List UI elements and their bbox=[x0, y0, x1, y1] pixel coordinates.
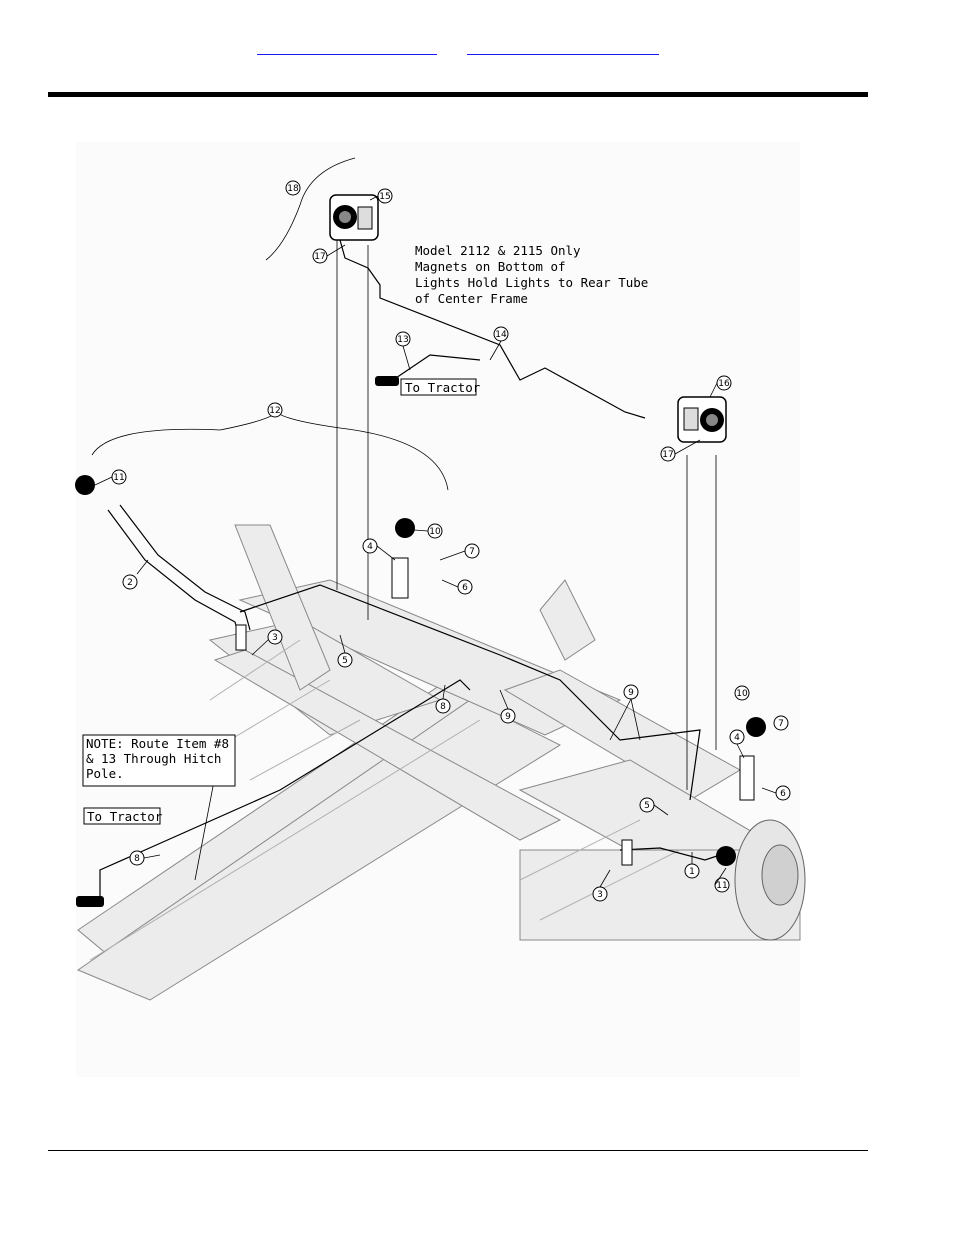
callout-5a: 5 bbox=[342, 656, 348, 666]
callout-7b: 7 bbox=[778, 719, 784, 729]
callout-9b: 9 bbox=[628, 688, 634, 698]
callout-15: 15 bbox=[379, 192, 390, 202]
callout-3a: 3 bbox=[272, 633, 278, 643]
callout-10b: 10 bbox=[736, 689, 748, 699]
callout-9a: 9 bbox=[505, 712, 511, 722]
callout-6b: 6 bbox=[780, 789, 786, 799]
model-note-line-1: Model 2112 & 2115 Only bbox=[415, 243, 581, 258]
to-tractor-upper-label: To Tractor bbox=[405, 380, 481, 395]
callout-2: 2 bbox=[127, 578, 133, 588]
callout-7a: 7 bbox=[469, 547, 475, 557]
lamp-16 bbox=[678, 397, 726, 442]
callout-11a: 11 bbox=[113, 473, 124, 483]
callout-14: 14 bbox=[495, 330, 507, 340]
callout-16: 16 bbox=[718, 379, 730, 389]
callout-4b: 4 bbox=[734, 733, 740, 743]
model-note-line-4: of Center Frame bbox=[415, 291, 528, 306]
callout-17b: 17 bbox=[662, 450, 673, 460]
callout-13: 13 bbox=[397, 335, 408, 345]
model-note-line-2: Magnets on Bottom of bbox=[415, 259, 566, 274]
callout-8a: 8 bbox=[440, 702, 446, 712]
route-note-line-2: & 13 Through Hitch bbox=[86, 751, 221, 766]
to-tractor-lower-label: To Tractor bbox=[87, 809, 163, 824]
callout-4a: 4 bbox=[367, 542, 373, 552]
callout-17a: 17 bbox=[314, 252, 325, 262]
callout-10a: 10 bbox=[429, 527, 441, 537]
route-note-line-3: Pole. bbox=[86, 766, 124, 781]
callout-3b: 3 bbox=[597, 890, 603, 900]
model-note-line-3: Lights Hold Lights to Rear Tube bbox=[415, 275, 648, 290]
callout-18: 18 bbox=[287, 184, 299, 194]
callout-11b: 11 bbox=[716, 881, 727, 891]
callout-1: 1 bbox=[689, 867, 695, 877]
route-note-line-1: NOTE: Route Item #8 bbox=[86, 736, 229, 751]
callout-8b: 8 bbox=[134, 854, 140, 864]
callout-6a: 6 bbox=[462, 583, 468, 593]
callout-12: 12 bbox=[269, 406, 280, 416]
callout-5b: 5 bbox=[644, 801, 650, 811]
lamp-15 bbox=[330, 195, 378, 240]
